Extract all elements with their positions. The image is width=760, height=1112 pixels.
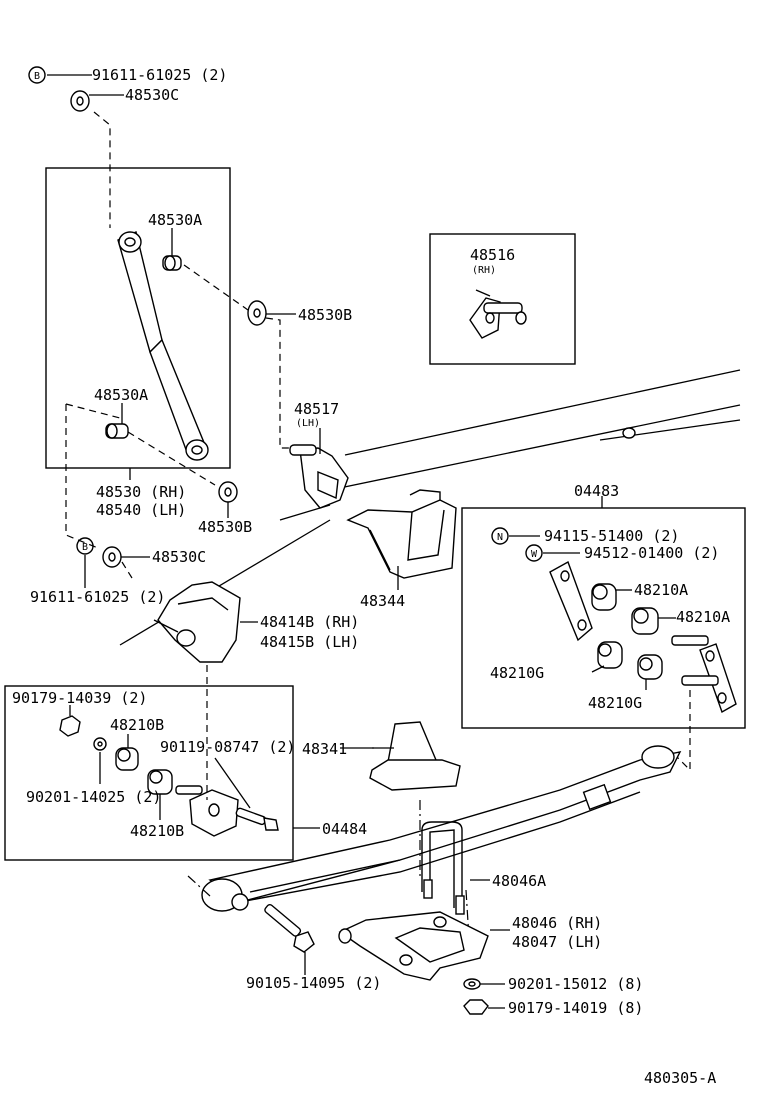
label-shock-rh: 48530 (RH) [96,483,186,501]
nut-90179-14019 [463,999,489,1015]
frame-rail [119,369,741,646]
washer-90201-15012 [463,978,481,990]
label-ubolt: 48046A [492,872,546,890]
label-bush-b2: 48210B [130,822,184,840]
bumper-48341 [369,721,461,791]
label-washer-bottom: 90201-15012 (8) [508,975,643,993]
label-bolt-top: 91611-61025 (2) [92,66,227,84]
kit-04483-parts: N W [491,527,737,714]
u-bolt-48046a [421,821,465,915]
bracket-48516-box [429,233,576,365]
bumper-stop-48344 [346,489,457,579]
kit-04483-box [461,507,746,729]
label-n-bolt: 94115-51400 (2) [544,527,679,545]
label-c-top: 48530C [125,86,179,104]
code-b-top: B [34,71,40,82]
label-seat-lh: 48047 (LH) [512,933,602,951]
drawing-number: 480305-A [644,1069,716,1087]
kit-04484-box [4,685,294,861]
label-b-lower: 48530B [198,518,252,536]
label-bracket-lh-side: (LH) [296,418,320,429]
label-seat-rh: 48046 (RH) [512,914,602,932]
washer-48530b-lower [218,481,238,503]
shock-absorber-box [45,167,231,469]
code-b-lower: B [82,542,88,553]
leaf-spring [201,745,682,912]
label-bush-g1: 48210G [490,664,544,682]
code-w: W [531,549,538,560]
label-bush-a2: 48210A [676,608,730,626]
label-bolt-lower: 91611-61025 (2) [30,588,165,606]
label-a-lower: 48530A [94,386,148,404]
label-bush-b1: 48210B [110,716,164,734]
code-n: N [497,532,503,543]
spring-hanger-48414b [153,581,241,663]
label-b-upper: 48530B [298,306,352,324]
label-bumper-stop: 48344 [360,592,405,610]
cap-48530c-lower [102,546,122,568]
label-hanger-lh: 48415B (LH) [260,633,359,651]
label-bolt-bottom: 90105-14095 (2) [246,974,381,992]
bracket-48517 [289,444,349,509]
label-bracket-lh: 48517 [294,400,339,418]
code-b-circle-top [28,66,46,84]
shock-absorber [117,231,209,461]
label-bracket-rh-side: (RH) [472,265,496,276]
label-c-lower: 48530C [152,548,206,566]
bushing-48530a-upper [162,255,182,271]
label-bush-a1: 48210A [634,581,688,599]
label-bush-g2: 48210G [588,694,642,712]
label-nut-bottom: 90179-14019 (8) [508,999,643,1017]
label-bumper: 48341 [302,740,347,758]
bracket-48516 [469,289,527,339]
label-washer-left: 90201-14025 (2) [26,788,161,806]
cap-48530c-top [70,90,90,112]
label-a-upper: 48530A [148,211,202,229]
washer-48530b-upper [247,300,267,326]
label-kit-left: 04484 [322,820,367,838]
label-shock-lh: 48540 (LH) [96,501,186,519]
label-bolt-left: 90119-08747 (2) [160,738,295,756]
bolt-90105 [264,903,315,953]
kit-04484-parts [59,705,279,837]
label-bracket-rh: 48516 [470,246,515,264]
label-nut-left: 90179-14039 (2) [12,689,147,707]
bushing-48530a-lower [105,423,129,439]
label-hanger-rh: 48414B (RH) [260,613,359,631]
label-w-washer: 94512-01400 (2) [584,544,719,562]
label-kit-right: 04483 [574,482,619,500]
spring-seat-48046 [338,911,489,981]
